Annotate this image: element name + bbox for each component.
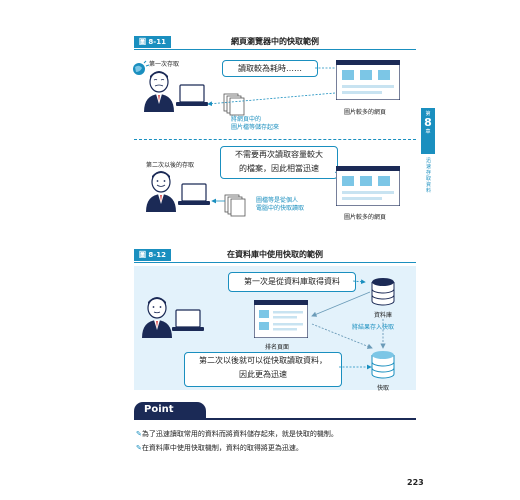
website-label-2: 圖片較多的網頁: [344, 214, 387, 221]
figure-11-header: 圖 8-11 網頁瀏覽器中的快取範例: [134, 36, 416, 50]
website-icon-1: [336, 60, 400, 100]
save-note: 將網頁中的 圖片檔等儲存起來: [231, 116, 280, 131]
point-list: ✎為了迅速讀取常用的資料而將資料儲存起來，就是快取的機制。 ✎在資料庫中使用快取…: [136, 427, 416, 455]
db-cache-arrows: [311, 291, 373, 349]
website-label-1: 圖片較多的網頁: [344, 109, 387, 116]
cache-label: 快取: [377, 385, 390, 392]
bubble-first-db-read: 第一次是從資料庫取得資料: [228, 272, 356, 292]
download-arrow-1: [207, 92, 336, 107]
bubble-pointer-4: [339, 364, 372, 370]
database-icon: [371, 278, 395, 306]
cached-files-icon-2: [224, 194, 246, 217]
pencil-icon: ✎: [136, 444, 142, 452]
figure-12-header: 圖 8-12 在資料庫中使用快取的範例: [134, 249, 416, 263]
first-access-label: 第一次存取: [149, 61, 180, 68]
globe-icon: [133, 60, 150, 75]
bubble-pointer-1: [315, 65, 344, 71]
ranking-page-label: 排名頁面: [265, 344, 290, 351]
laptop-icon-3: [172, 309, 204, 331]
website-icon-2: [336, 166, 400, 206]
bubble-slow-read: 讀取較為耗時……: [222, 60, 318, 77]
chapter-side-text: 迅速存取資料: [426, 158, 432, 194]
point-heading: Point: [134, 402, 206, 418]
bubble-cache-read: 第二次以後就可以從快取讀取資料， 因此更為迅速: [184, 352, 342, 387]
point-item-1: ✎為了迅速讀取常用的資料而將資料儲存起來，就是快取的機制。: [136, 430, 338, 438]
ranking-page-icon: [254, 300, 308, 338]
figure-11-title: 網頁瀏覽器中的快取範例: [231, 37, 319, 46]
pencil-icon: ✎: [136, 430, 142, 438]
point-item-2: ✎在資料庫中使用快取機制，資料的取得將更為迅速。: [136, 444, 303, 452]
bubble-fast-read: 不需要再次讀取容量較大 的檔案，因此相當迅速: [220, 146, 338, 179]
chapter-number: 8: [424, 116, 432, 129]
chapter-tab: 第 8 章: [421, 108, 435, 154]
figure-11-tag: 圖 8-11: [134, 36, 171, 48]
worried-user-icon: [144, 71, 174, 112]
laptop-icon-1: [176, 84, 208, 106]
figure-12-title: 在資料庫中使用快取的範例: [227, 250, 323, 259]
happy-user-icon: [146, 171, 176, 212]
cached-files-icon-1: [223, 93, 245, 116]
store-arrow: [380, 319, 386, 349]
figure-12-tag: 圖 8-12: [134, 249, 171, 261]
figure-11-divider: [134, 139, 416, 140]
point-rule: [134, 418, 416, 420]
store-note: 將結果存入快取: [352, 324, 395, 331]
database-label: 資料庫: [374, 312, 393, 319]
second-access-label: 第二次以後的存取: [146, 162, 195, 169]
cache-icon: [371, 351, 395, 379]
read-note: 圖檔等是從個人 電腦中的快取讀取: [256, 197, 305, 212]
user-icon-3: [142, 297, 172, 338]
page-number: 223: [407, 478, 424, 487]
local-read-arrow: [211, 198, 225, 204]
bubble-pointer-3: [353, 279, 366, 285]
laptop-icon-2: [178, 183, 210, 205]
